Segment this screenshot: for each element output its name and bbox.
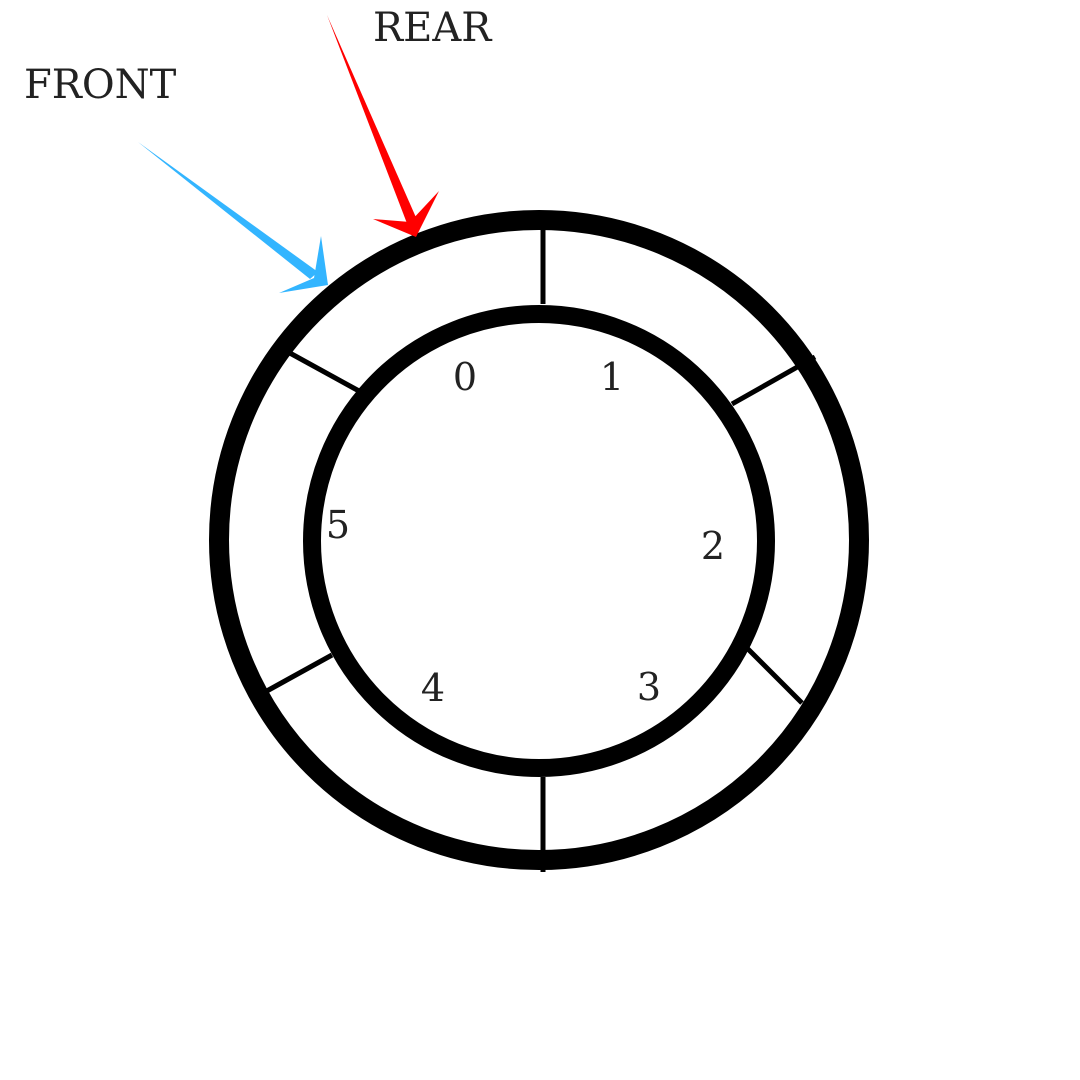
- slot-index-2: 2: [701, 524, 725, 568]
- slot-index-0: 0: [453, 355, 477, 399]
- rear-arrow-shaft: [327, 15, 418, 226]
- slot-index-3: 3: [637, 665, 661, 709]
- front-arrow: [138, 142, 328, 293]
- rear-label: REAR: [373, 5, 493, 51]
- divider-upper-right: [730, 354, 817, 407]
- slot-index-5: 5: [326, 503, 350, 547]
- slot-index-4: 4: [421, 666, 445, 710]
- inner-ring: [303, 305, 775, 777]
- divider-upper-left: [286, 349, 361, 394]
- rear-arrow: [327, 15, 439, 237]
- divider-lower-right: [745, 646, 804, 705]
- divider-lower-left: [263, 652, 334, 695]
- front-label: FRONT: [24, 62, 177, 108]
- slot-index-1: 1: [600, 355, 624, 399]
- rear-arrow-head: [373, 191, 439, 237]
- front-arrow-head: [279, 236, 328, 293]
- outer-ring: [209, 210, 869, 870]
- front-arrow-shaft: [138, 142, 318, 279]
